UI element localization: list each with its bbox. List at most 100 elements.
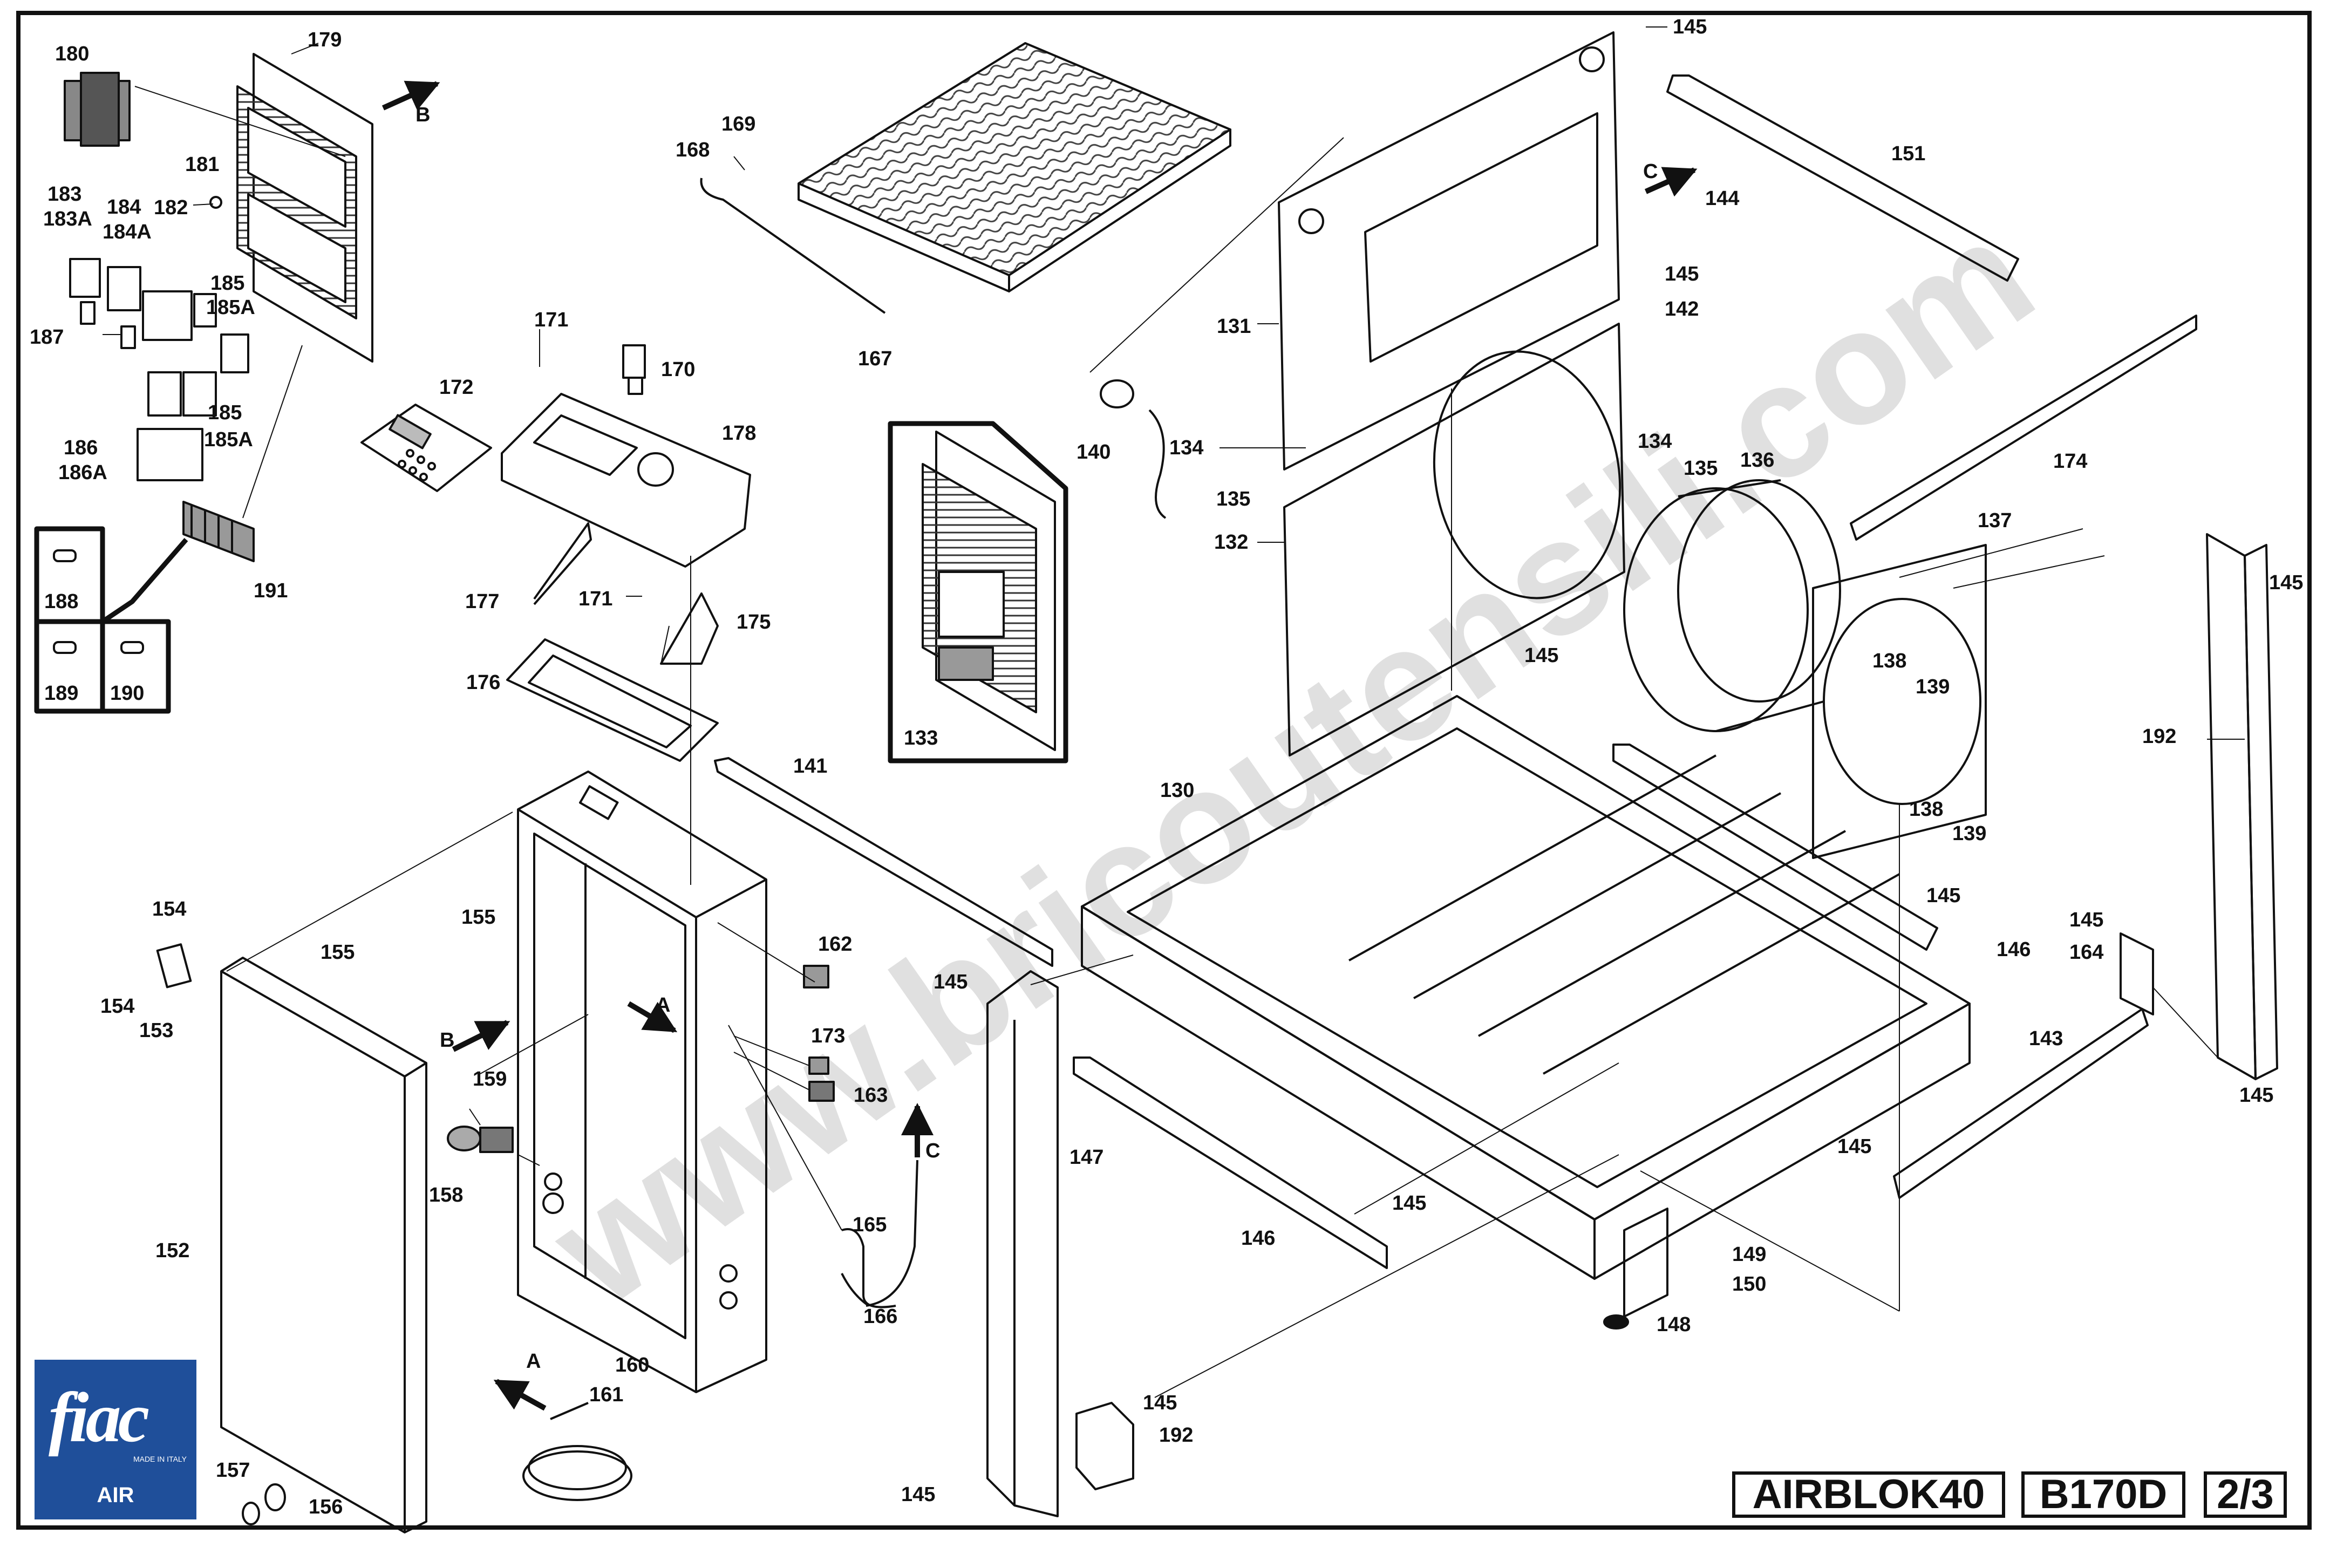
part-label: 134: [1169, 437, 1203, 459]
electrical-panel-179: [236, 53, 373, 363]
part-label: 176: [466, 671, 500, 694]
part-label: 145: [1143, 1392, 1177, 1414]
part-label: 162: [818, 933, 852, 956]
part-label: 134: [1638, 430, 1672, 453]
gasket-176: [506, 638, 719, 762]
part-label: 152: [155, 1239, 189, 1262]
part-label: 185A: [204, 428, 253, 451]
part-label: 145: [2069, 909, 2103, 931]
part-label: 132: [1214, 531, 1248, 554]
part-label: 185: [208, 401, 242, 424]
part-label: 183: [47, 183, 81, 206]
part-label: 186: [64, 437, 98, 459]
fan-plate-131: [1278, 31, 1620, 471]
part-label: 142: [1665, 298, 1699, 321]
part-label: 185: [210, 272, 244, 295]
latch-157: [242, 1502, 260, 1525]
part-label: 145: [1673, 16, 1707, 38]
fitting-163: [808, 1081, 835, 1102]
part-label: 143: [2029, 1027, 2063, 1050]
transformer-180: [64, 72, 131, 147]
part-label: 183A: [43, 208, 92, 230]
inset-panel-133: [888, 421, 1068, 763]
part-label: 155: [461, 906, 495, 929]
logo-made-in: MADE IN ITALY: [133, 1455, 187, 1463]
fiac-logo: fiac MADE IN ITALY AIR COMPRESSORS: [35, 1360, 205, 1556]
rail-146-left: [1073, 1056, 1388, 1269]
part-label: 154: [152, 898, 186, 921]
part-label: 145: [2239, 1084, 2273, 1107]
cable-161: [522, 1402, 632, 1501]
logo-badge: fiac MADE IN ITALY: [35, 1360, 196, 1471]
part-label: 170: [661, 358, 695, 381]
part-label: 181: [185, 153, 219, 176]
part-label: 147: [1069, 1146, 1103, 1169]
part-label: 190: [110, 682, 144, 705]
part-label: 139: [1952, 822, 1986, 845]
model-box: AIRBLOK40: [1732, 1471, 2005, 1518]
part-label: 177: [465, 590, 499, 613]
part-label: 179: [308, 29, 342, 51]
part-label: 164: [2069, 941, 2103, 964]
part-label: 145: [1837, 1135, 1871, 1158]
fitting-158: [447, 1126, 514, 1153]
latch-156: [264, 1483, 286, 1511]
rail-143: [1893, 1008, 2149, 1199]
door-152: [220, 957, 427, 1533]
guard-plate-137: [1812, 544, 1987, 859]
part-label: 138: [1872, 650, 1906, 672]
part-label: 189: [44, 682, 78, 705]
arrow-letter-c-top: C: [1643, 160, 1658, 183]
part-label: 173: [811, 1025, 845, 1047]
part-label: 144: [1705, 187, 1739, 210]
part-label: 136: [1740, 449, 1774, 472]
rail-146-right: [1612, 744, 1938, 951]
arrow-letters: B C B A C A: [415, 104, 1658, 1373]
sheet-border: [16, 11, 2312, 1530]
part-label: 135: [1684, 457, 1718, 480]
flow-arrows: [381, 80, 1698, 1411]
part-callouts: 180 179 181 182 183 183A 184 184A 185 18…: [30, 16, 2303, 1518]
bracket-177: [533, 522, 592, 605]
code-box: B170D: [2021, 1471, 2185, 1518]
part-label: 178: [722, 422, 756, 445]
part-label: 145: [1524, 644, 1558, 667]
controller-172: [360, 404, 492, 492]
arrow-letter-b-cabinet: B: [440, 1029, 454, 1052]
part-label: 130: [1160, 779, 1194, 802]
part-label: 171: [578, 588, 612, 610]
part-label: 163: [854, 1084, 888, 1107]
part-label: 192: [2142, 725, 2176, 748]
part-label: 146: [1241, 1227, 1275, 1250]
bracket-192-bottom: [1075, 1402, 1134, 1490]
part-label: 168: [676, 139, 710, 161]
part-label: 139: [1916, 676, 1950, 698]
part-label: 185A: [206, 296, 255, 319]
part-label: 145: [934, 971, 968, 993]
part-label: 145: [1926, 884, 1960, 907]
hose-165-166: [841, 1160, 918, 1308]
terminal-block-191: [182, 501, 255, 562]
screw-181: [209, 196, 222, 209]
part-label: 157: [216, 1459, 250, 1482]
part-label: 137: [1978, 509, 2012, 532]
cabinet-160: [517, 771, 767, 1393]
part-label: 184: [107, 196, 141, 219]
part-label: 171: [534, 309, 568, 331]
part-label: 145: [1392, 1192, 1426, 1215]
part-label: 169: [721, 113, 755, 135]
part-label: 182: [154, 196, 188, 219]
part-label: 167: [858, 347, 892, 370]
part-label: 153: [139, 1019, 173, 1042]
electrical-components-183-187: [69, 258, 249, 481]
part-label: 133: [904, 727, 938, 749]
part-label: 174: [2053, 450, 2087, 473]
bracket-174: [1850, 315, 2197, 541]
fan-ring-136: [1623, 479, 1841, 732]
part-label: 135: [1216, 488, 1250, 510]
part-label: 159: [473, 1068, 507, 1090]
bracket-151: [1666, 74, 2019, 282]
foot-148: [1603, 1208, 1668, 1330]
bracket-175: [660, 592, 719, 665]
arrow-letter-a-cabinet: A: [656, 994, 670, 1017]
